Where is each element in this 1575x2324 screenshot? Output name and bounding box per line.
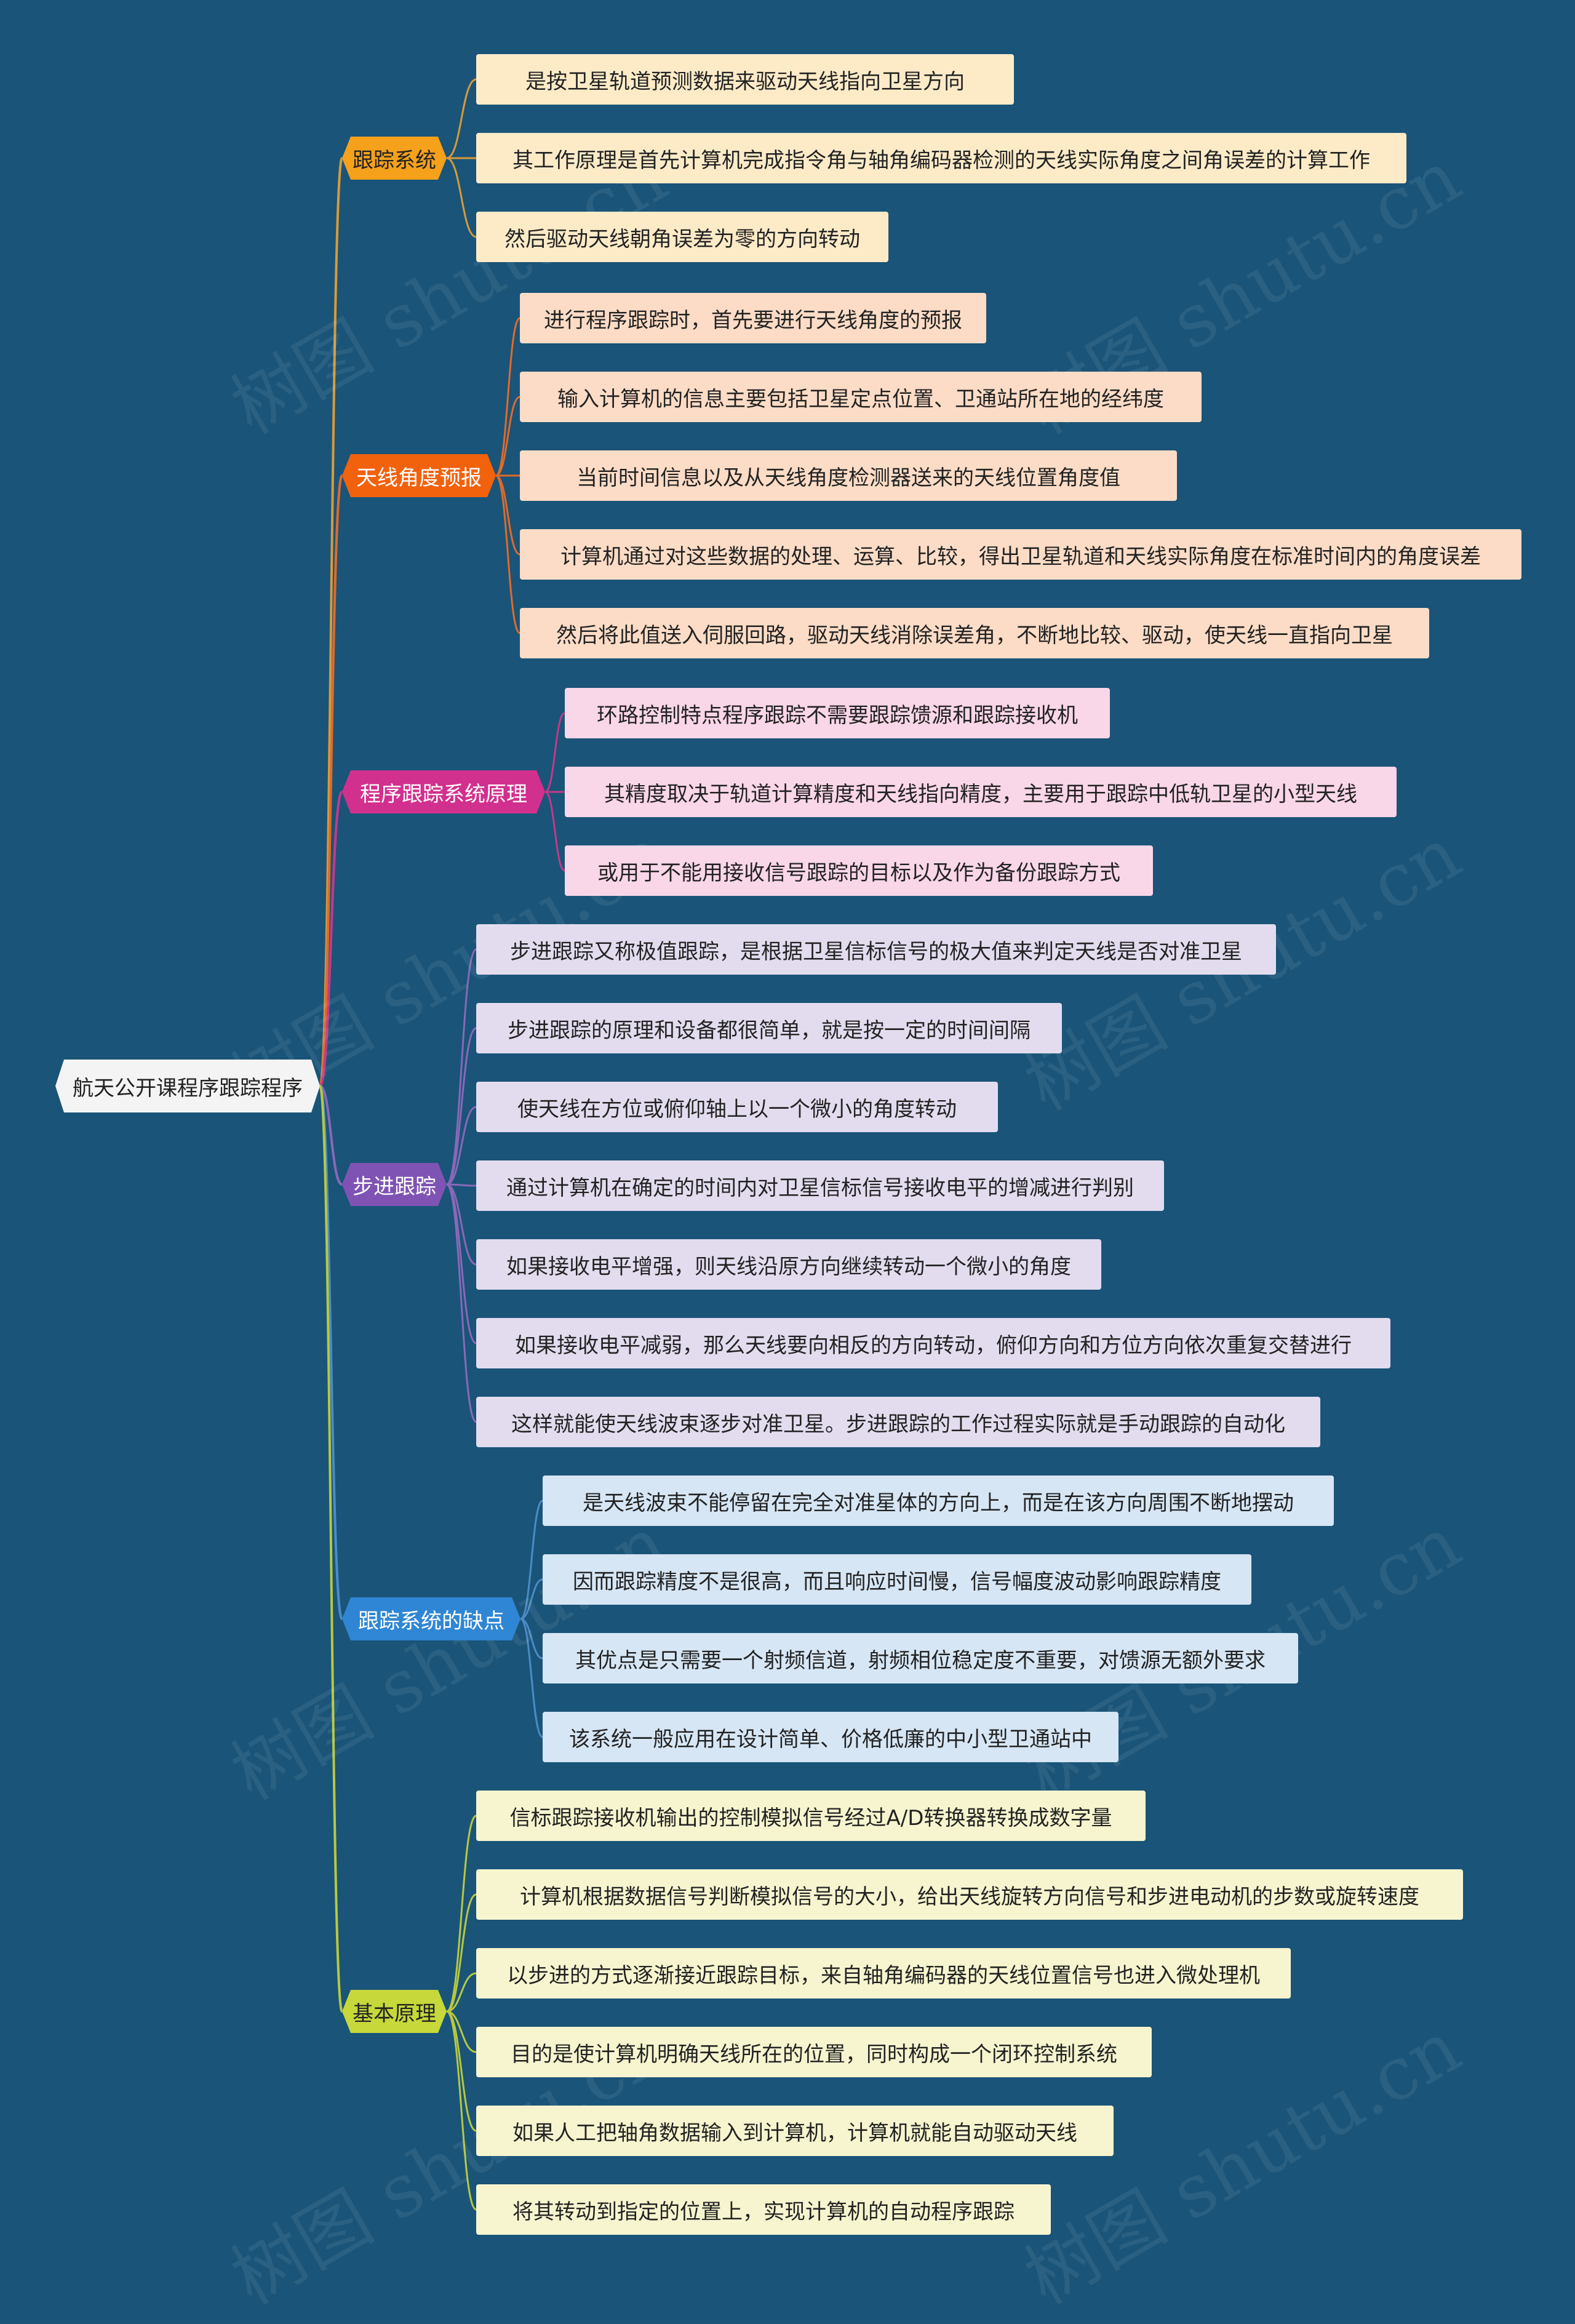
leaf-node[interactable]: 环路控制特点程序跟踪不需要跟踪馈源和跟踪接收机 — [565, 688, 1110, 738]
root-branch-link — [319, 1085, 343, 1620]
branch-leaf-link — [446, 1106, 477, 1186]
branch-leaf-link — [446, 1027, 477, 1186]
root-node[interactable]: 航天公开课程序跟踪程序 — [55, 1060, 320, 1112]
branch-node[interactable]: 基本原理 — [342, 1990, 447, 2033]
leaf-node[interactable]: 如果人工把轴角数据输入到计算机，计算机就能自动驱动天线 — [476, 2106, 1114, 2156]
branch-leaf-link — [446, 1893, 477, 2013]
branch-leaf-link — [446, 1183, 477, 1266]
leaf-node[interactable]: 这样就能使天线波束逐步对准卫星。步进跟踪的工作过程实际就是手动跟踪的自动化 — [476, 1397, 1320, 1447]
leaf-node[interactable]: 然后将此值送入伺服回路，驱动天线消除误差角，不断地比较、驱动，使天线一直指向卫星 — [520, 608, 1429, 658]
leaf-node[interactable]: 输入计算机的信息主要包括卫星定点位置、卫通站所在地的经纬度 — [520, 372, 1202, 422]
leaf-node[interactable]: 当前时间信息以及从天线角度检测器送来的天线位置角度值 — [520, 450, 1177, 501]
branch-leaf-link — [446, 2010, 477, 2053]
leaf-node[interactable]: 目的是使计算机明确天线所在的位置，同时构成一个闭环控制系统 — [476, 2027, 1152, 2077]
leaf-node[interactable]: 是天线波束不能停留在完全对准星体的方向上，而是在该方向周围不断地摆动 — [543, 1475, 1334, 1526]
leaf-node[interactable]: 步进跟踪的原理和设备都很简单，就是按一定的时间间隔 — [476, 1003, 1062, 1053]
root-branch-link — [319, 1085, 343, 2013]
leaf-node[interactable]: 因而跟踪精度不是很高，而且响应时间慢，信号幅度波动影响跟踪精度 — [543, 1554, 1251, 1605]
branch-leaf-link — [445, 948, 477, 1186]
branch-leaf-link — [446, 157, 477, 238]
leaf-node[interactable]: 计算机通过对这些数据的处理、运算、比较，得出卫星轨道和天线实际角度在标准时间内的… — [520, 529, 1521, 580]
leaf-node[interactable]: 或用于不能用接收信号跟踪的目标以及作为备份跟踪方式 — [565, 845, 1153, 896]
branch-leaf-link — [520, 1578, 543, 1620]
leaf-node[interactable]: 如果接收电平减弱，那么天线要向相反的方向转动，俯仰方向和方位方向依次重复交替进行 — [476, 1318, 1390, 1368]
root-branch-link — [319, 474, 343, 1087]
root-branch-link — [319, 157, 343, 1087]
leaf-node[interactable]: 然后驱动天线朝角误差为零的方向转动 — [476, 212, 888, 262]
branch-leaf-link — [520, 1618, 543, 1659]
branch-leaf-link — [495, 317, 520, 477]
leaf-node[interactable]: 步进跟踪又称极值跟踪，是根据卫星信标信号的极大值来判定天线是否对准卫星 — [476, 924, 1276, 975]
branch-leaf-link — [544, 791, 565, 872]
branch-leaf-link — [520, 1499, 543, 1620]
branch-leaf-link — [446, 1183, 477, 1344]
branch-leaf-link — [446, 78, 477, 159]
branch-node[interactable]: 步进跟踪 — [342, 1163, 447, 1206]
branch-leaf-link — [446, 1815, 477, 2013]
leaf-node[interactable]: 是按卫星轨道预测数据来驱动天线指向卫星方向 — [476, 54, 1014, 105]
branch-node[interactable]: 天线角度预报 — [342, 454, 496, 497]
branch-leaf-link — [446, 1972, 477, 2013]
leaf-node[interactable]: 该系统一般应用在设计简单、价格低廉的中小型卫通站中 — [543, 1712, 1118, 1762]
leaf-node[interactable]: 进行程序跟踪时，首先要进行天线角度的预报 — [520, 293, 986, 343]
leaf-node[interactable]: 计算机根据数据信号判断模拟信号的大小，给出天线旋转方向信号和步进电动机的步数或旋… — [476, 1869, 1463, 1920]
branch-leaf-link — [520, 1618, 543, 1738]
branch-leaf-link — [446, 1183, 477, 1187]
branch-leaf-link — [495, 474, 520, 634]
branch-leaf-link — [495, 474, 520, 556]
branch-node[interactable]: 跟踪系统的缺点 — [342, 1597, 520, 1640]
leaf-node[interactable]: 其工作原理是首先计算机完成指令角与轴角编码器检测的天线实际角度之间角误差的计算工… — [476, 133, 1406, 183]
branch-node[interactable]: 程序跟踪系统原理 — [342, 770, 545, 813]
leaf-node[interactable]: 其优点是只需要一个射频信道，射频相位稳定度不重要，对馈源无额外要求 — [543, 1633, 1298, 1683]
leaf-node[interactable]: 其精度取决于轨道计算精度和天线指向精度，主要用于跟踪中低轨卫星的小型天线 — [565, 767, 1397, 817]
leaf-node[interactable]: 如果接收电平增强，则天线沿原方向继续转动一个微小的角度 — [476, 1239, 1101, 1290]
leaf-node[interactable]: 将其转动到指定的位置上，实现计算机的自动程序跟踪 — [476, 2184, 1051, 2235]
branch-leaf-link — [495, 396, 520, 477]
leaf-node[interactable]: 通过计算机在确定的时间内对卫星信标信号接收电平的增减进行判别 — [476, 1160, 1164, 1211]
branch-leaf-link — [544, 712, 565, 793]
leaf-node[interactable]: 使天线在方位或俯仰轴上以一个微小的角度转动 — [476, 1082, 998, 1132]
leaf-node[interactable]: 以步进的方式逐渐接近跟踪目标，来自轴角编码器的天线位置信号也进入微处理机 — [476, 1948, 1291, 1999]
branch-node[interactable]: 跟踪系统 — [342, 137, 447, 180]
leaf-node[interactable]: 信标跟踪接收机输出的控制模拟信号经过A/D转换器转换成数字量 — [476, 1791, 1146, 1841]
root-branch-link — [319, 791, 343, 1087]
branch-leaf-link — [446, 2010, 477, 2211]
branch-leaf-link — [446, 2010, 477, 2132]
branch-leaf-link — [445, 1183, 477, 1423]
root-branch-link — [319, 1085, 343, 1186]
